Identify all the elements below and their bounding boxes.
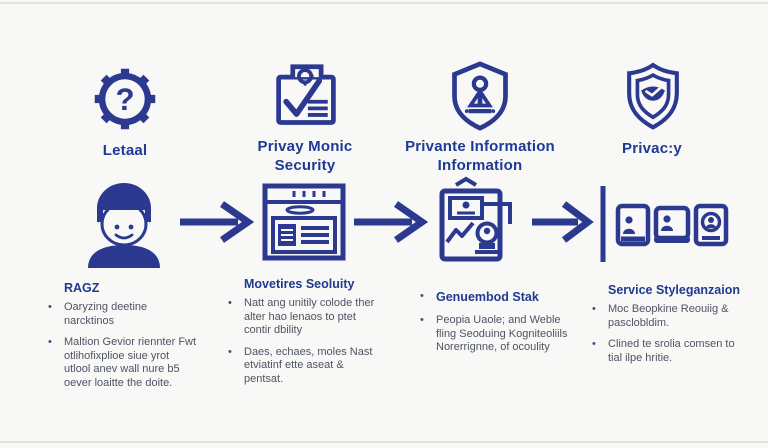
bullet-text: Moc Beopkine Reouiig & pasclobldim. (608, 303, 729, 329)
title-bullet-marker (48, 281, 64, 296)
bullet-marker: • (592, 338, 596, 350)
bullet-marker: • (48, 301, 52, 313)
list-item: • Peopia Uaole; and Weble fling Seoduing… (420, 314, 575, 355)
bullet-text: Oaryzing deetine narcktinos (64, 301, 148, 327)
column-2-label: Privay Monic Security (257, 138, 353, 174)
document-gear-check-icon (272, 62, 340, 132)
column-1-text-section: RAGZ • Oaryzing deetine narcktinos • Mal… (48, 281, 198, 398)
list-item: • Moc Beopkine Reouiig & pasclobldim. (592, 303, 750, 330)
devices-icon (598, 184, 730, 264)
bullet-marker: • (48, 336, 52, 348)
list-item: • Daes, echaes, moles Nast etviatinf ett… (228, 346, 383, 387)
flow-arrow-2 (352, 200, 428, 244)
title-bullet-marker (592, 283, 608, 298)
title-bullet-marker (228, 277, 244, 292)
bullet-marker: • (592, 303, 596, 315)
double-shield-icon (620, 62, 686, 134)
section-title: RAGZ (64, 281, 100, 295)
bottom-edge-line (0, 441, 768, 443)
column-1-label: Letaal (102, 142, 148, 159)
column-3-label: Privante Information Information (405, 138, 555, 174)
bullet-marker: • (228, 297, 232, 309)
bullet-text: Peopia Uaole; and Weble fling Seoduing K… (436, 314, 568, 353)
column-4-text-section: Service Styleganzaion • Moc Beopkine Reo… (592, 283, 750, 373)
section-title: Genuembod Stak (436, 290, 539, 304)
shield-person-icon (446, 60, 514, 134)
bullet-text: Natt ang unitily colode ther alter hao l… (244, 297, 375, 336)
title-bullet-marker: • (420, 290, 424, 302)
list-item: • Oaryzing deetine narcktinos (48, 301, 198, 328)
svg-text:?: ? (115, 82, 134, 117)
flow-arrow-3 (530, 200, 594, 244)
person-avatar-icon (76, 182, 172, 268)
browser-form-icon (260, 180, 348, 264)
bullet-text: Daes, echaes, moles Nast etviatinf ette … (244, 345, 373, 385)
flow-arrow-1 (178, 200, 254, 244)
bullet-text: Clined te srolia comsen to tial ilpe hri… (608, 338, 735, 364)
column-2-text-section: Movetires Seoluity • Natt ang unitily co… (228, 277, 383, 394)
gear-question-icon: ? (92, 66, 158, 132)
list-item: • Maltion Gevior riennter Fwt otlihofixp… (48, 336, 198, 390)
section-title: Movetires Seoluity (244, 277, 355, 291)
top-edge-line (0, 2, 768, 4)
bullet-marker: • (420, 314, 424, 326)
bullet-marker: • (228, 345, 232, 358)
bullet-text: Maltion Gevior riennter Fwt otlihofixpli… (64, 336, 197, 389)
list-item: • Natt ang unitily colode ther alter hao… (228, 297, 383, 338)
clipboard-report-icon (430, 176, 522, 264)
column-3-text-section: • Genuembod Stak • Peopia Uaole; and Web… (420, 290, 575, 363)
list-item: • Clined te srolia comsen to tial ilpe h… (592, 338, 750, 365)
section-title: Service Styleganzaion (608, 283, 741, 297)
column-4-label: Privac:y (622, 140, 682, 157)
